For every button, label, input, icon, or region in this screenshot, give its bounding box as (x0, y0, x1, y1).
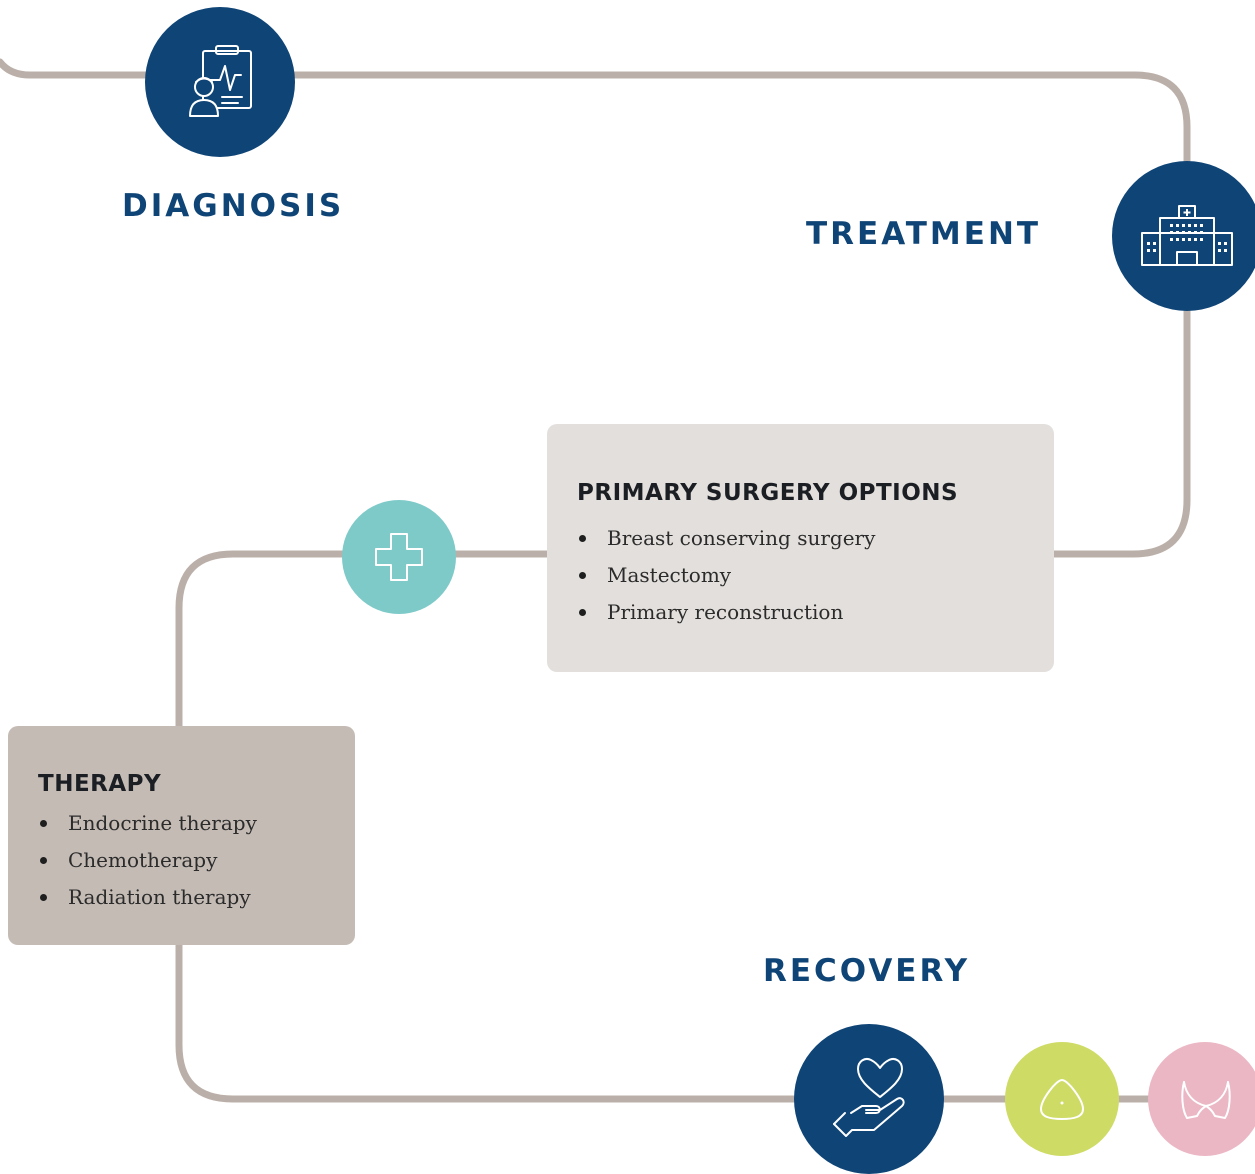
recovery-title: RECOVERY (763, 953, 971, 989)
list-item: Primary reconstruction (577, 594, 1024, 631)
surgery-options-list: Breast conserving surgery Mastectomy Pri… (577, 520, 1024, 631)
journey-path (0, 58, 1255, 1103)
recovery-node (794, 1024, 944, 1174)
breast-prosthesis-icon (1040, 1079, 1084, 1120)
medical-cross-icon (375, 533, 423, 581)
hospital-icon (1141, 205, 1233, 266)
list-item: Breast conserving surgery (577, 520, 1024, 557)
clipboard-doctor-icon (189, 45, 252, 117)
treatment-node (1112, 161, 1255, 311)
list-item: Mastectomy (577, 557, 1024, 594)
bra-icon (1181, 1081, 1231, 1119)
therapy-title: THERAPY (38, 771, 162, 797)
list-item: Radiation therapy (38, 879, 325, 916)
bra-node (1148, 1042, 1255, 1156)
prosthesis-node (1005, 1042, 1119, 1156)
surgery-options-title: PRIMARY SURGERY OPTIONS (577, 480, 959, 506)
list-item: Chemotherapy (38, 842, 325, 879)
surgery-node (342, 500, 456, 614)
list-item: Endocrine therapy (38, 805, 325, 842)
therapy-list: Endocrine therapy Chemotherapy Radiation… (38, 805, 325, 916)
heart-hand-icon (833, 1058, 905, 1137)
therapy-box: THERAPY Endocrine therapy Chemotherapy R… (8, 726, 355, 945)
treatment-title: TREATMENT (806, 216, 1042, 252)
diagnosis-node (145, 7, 295, 157)
surgery-options-box: PRIMARY SURGERY OPTIONS Breast conservin… (547, 424, 1054, 672)
diagnosis-title: DIAGNOSIS (122, 188, 345, 224)
